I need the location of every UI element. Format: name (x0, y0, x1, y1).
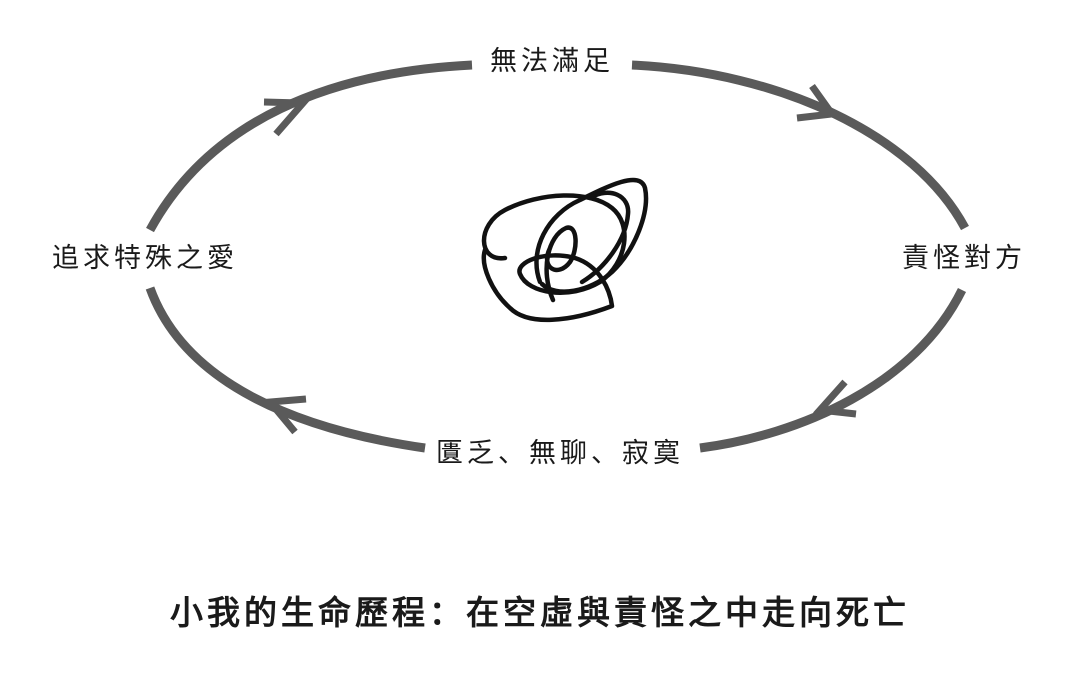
chevron-arrow-icon (263, 98, 311, 137)
cycle-label-lack-boredom-loneliness: 匱乏、無聊、寂寞 (436, 438, 684, 469)
chevron-arrow-icon (263, 395, 307, 435)
tangled-scribble-icon (481, 177, 649, 323)
cycle-label-seek-special-love: 追求特殊之愛 (52, 243, 238, 274)
cycle-arrows (263, 83, 857, 435)
chevron-arrow-icon (812, 379, 857, 418)
arc-bottom-left (145, 286, 426, 453)
arc-bottom-right (699, 288, 967, 453)
arc-top-left (146, 60, 473, 233)
cycle-ring (145, 60, 969, 453)
cycle-label-unsatisfied: 無法滿足 (490, 46, 614, 77)
cycle-label-blame-other: 責怪對方 (902, 243, 1026, 274)
arc-top-right (631, 60, 969, 231)
diagram-caption: 小我的生命歷程：在空虛與責怪之中走向死亡 (170, 593, 910, 632)
chevron-arrow-icon (796, 83, 839, 122)
